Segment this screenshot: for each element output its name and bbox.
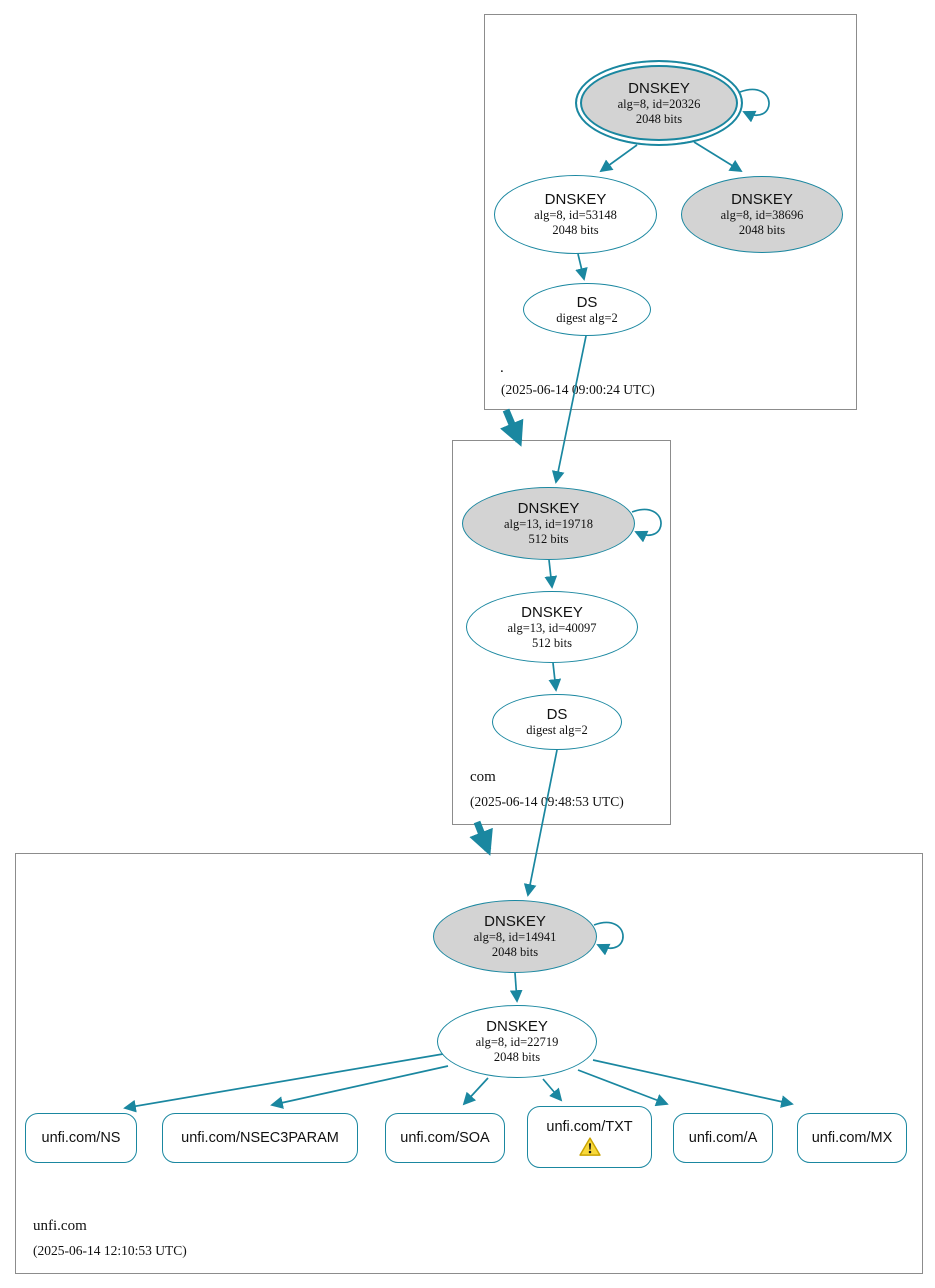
node-detail: 2048 bits bbox=[635, 111, 683, 126]
rrset-label: unfi.com/NS bbox=[41, 1130, 121, 1146]
edge-root-to-com-delegation bbox=[500, 408, 524, 447]
node-title: DS bbox=[576, 293, 598, 311]
rrset-unfi-com-txt[interactable]: unfi.com/TXT bbox=[527, 1106, 652, 1168]
node-detail: 2048 bits bbox=[552, 223, 599, 237]
edge-unfi-zsk-ns bbox=[123, 1053, 444, 1113]
zone-timestamp-unfi-com: (2025-06-14 12:10:53 UTC) bbox=[33, 1243, 187, 1258]
node-detail: 2048 bits bbox=[738, 223, 786, 237]
node-detail: alg=8, id=53148 bbox=[534, 208, 617, 222]
edge-root-ksk-key2 bbox=[693, 141, 743, 173]
rrset-unfi-com-soa[interactable]: unfi.com/SOA bbox=[385, 1113, 505, 1163]
node-detail: alg=13, id=40097 bbox=[507, 620, 597, 635]
node-title: DNSKEY bbox=[731, 191, 793, 208]
edge-unfi-zsk-mx bbox=[592, 1059, 794, 1108]
node-detail: digest alg=2 bbox=[526, 723, 588, 737]
node-dnskey-22719[interactable]: DNSKEY alg=8, id=22719 2048 bits bbox=[437, 1005, 597, 1078]
rrset-label: unfi.com/TXT bbox=[546, 1118, 633, 1135]
zone-label-unfi-com: unfi.com bbox=[33, 1218, 87, 1234]
edge-unfi-ksk-zsk bbox=[509, 972, 523, 1003]
rrset-label: unfi.com/NSEC3PARAM bbox=[181, 1130, 339, 1146]
zone-box-root bbox=[484, 14, 857, 410]
node-detail: alg=8, id=38696 bbox=[720, 208, 804, 222]
rrset-label: unfi.com/SOA bbox=[400, 1130, 490, 1146]
node-dnskey-20326[interactable]: DNSKEY alg=8, id=20326 2048 bits bbox=[575, 60, 743, 146]
node-detail: 2048 bits bbox=[491, 945, 539, 959]
zone-box-com bbox=[452, 440, 671, 825]
edge-root-ksk-selfloop bbox=[739, 88, 770, 123]
zone-box-unfi-com bbox=[15, 853, 923, 1274]
node-title: DNSKEY bbox=[628, 79, 690, 97]
rrset-label: unfi.com/MX bbox=[811, 1130, 893, 1146]
node-detail: 512 bits bbox=[528, 532, 569, 546]
node-detail: 2048 bits bbox=[493, 1050, 541, 1064]
edge-unfi-zsk-a bbox=[577, 1069, 669, 1107]
edge-com-ds-unfi-ksk bbox=[523, 749, 558, 897]
node-ds-root[interactable]: DS digest alg=2 bbox=[523, 283, 651, 336]
edge-unfi-zsk-txt bbox=[542, 1078, 563, 1102]
node-dnskey-40097[interactable]: DNSKEY alg=13, id=40097 512 bits bbox=[466, 591, 638, 663]
node-detail: alg=13, id=19718 bbox=[503, 517, 594, 531]
rrset-unfi-com-ns[interactable]: unfi.com/NS bbox=[25, 1113, 137, 1163]
edge-root-ksk-zsk bbox=[599, 144, 638, 173]
node-detail: alg=8, id=14941 bbox=[473, 930, 557, 944]
edge-root-zsk-ds bbox=[575, 253, 588, 281]
edge-root-ds-com-ksk bbox=[551, 335, 587, 484]
node-detail: digest alg=2 bbox=[556, 310, 618, 325]
zone-timestamp-root: (2025-06-14 09:00:24 UTC) bbox=[501, 382, 655, 397]
node-dnskey-53148[interactable]: DNSKEY alg=8, id=53148 2048 bits bbox=[494, 175, 657, 254]
node-dnskey-38696[interactable]: DNSKEY alg=8, id=38696 2048 bits bbox=[681, 176, 843, 253]
edge-unfi-zsk-soa bbox=[462, 1077, 489, 1106]
node-detail: 512 bits bbox=[532, 635, 572, 650]
node-title: DNSKEY bbox=[486, 1018, 548, 1035]
node-detail: alg=8, id=20326 bbox=[617, 96, 701, 111]
node-title: DNSKEY bbox=[484, 913, 546, 930]
rrset-unfi-com-nsec3param[interactable]: unfi.com/NSEC3PARAM bbox=[162, 1113, 358, 1163]
edge-unfi-zsk-nsec3param bbox=[270, 1065, 449, 1109]
node-title: DNSKEY bbox=[544, 191, 607, 208]
edge-com-ksk-zsk bbox=[544, 559, 558, 589]
node-title: DNSKEY bbox=[517, 500, 580, 517]
edge-com-zsk-ds bbox=[548, 662, 562, 692]
node-dnskey-14941[interactable]: DNSKEY alg=8, id=14941 2048 bits bbox=[433, 900, 597, 973]
edge-com-to-unfi-delegation bbox=[469, 820, 493, 856]
rrset-label: unfi.com/A bbox=[688, 1130, 758, 1146]
rrset-unfi-com-mx[interactable]: unfi.com/MX bbox=[797, 1113, 907, 1163]
zone-label-root: . bbox=[500, 360, 504, 376]
rrset-unfi-com-a[interactable]: unfi.com/A bbox=[673, 1113, 773, 1163]
node-title: DNSKEY bbox=[521, 603, 583, 621]
zone-label-com: com bbox=[470, 769, 496, 785]
node-detail: alg=8, id=22719 bbox=[475, 1035, 559, 1049]
edge-unfi-ksk-selfloop bbox=[593, 921, 624, 956]
node-dnskey-19718[interactable]: DNSKEY alg=13, id=19718 512 bits bbox=[462, 487, 635, 560]
warning-icon bbox=[578, 1136, 601, 1156]
edge-com-ksk-selfloop bbox=[631, 508, 662, 543]
node-title: DS bbox=[546, 706, 568, 723]
node-ds-com[interactable]: DS digest alg=2 bbox=[492, 694, 622, 750]
